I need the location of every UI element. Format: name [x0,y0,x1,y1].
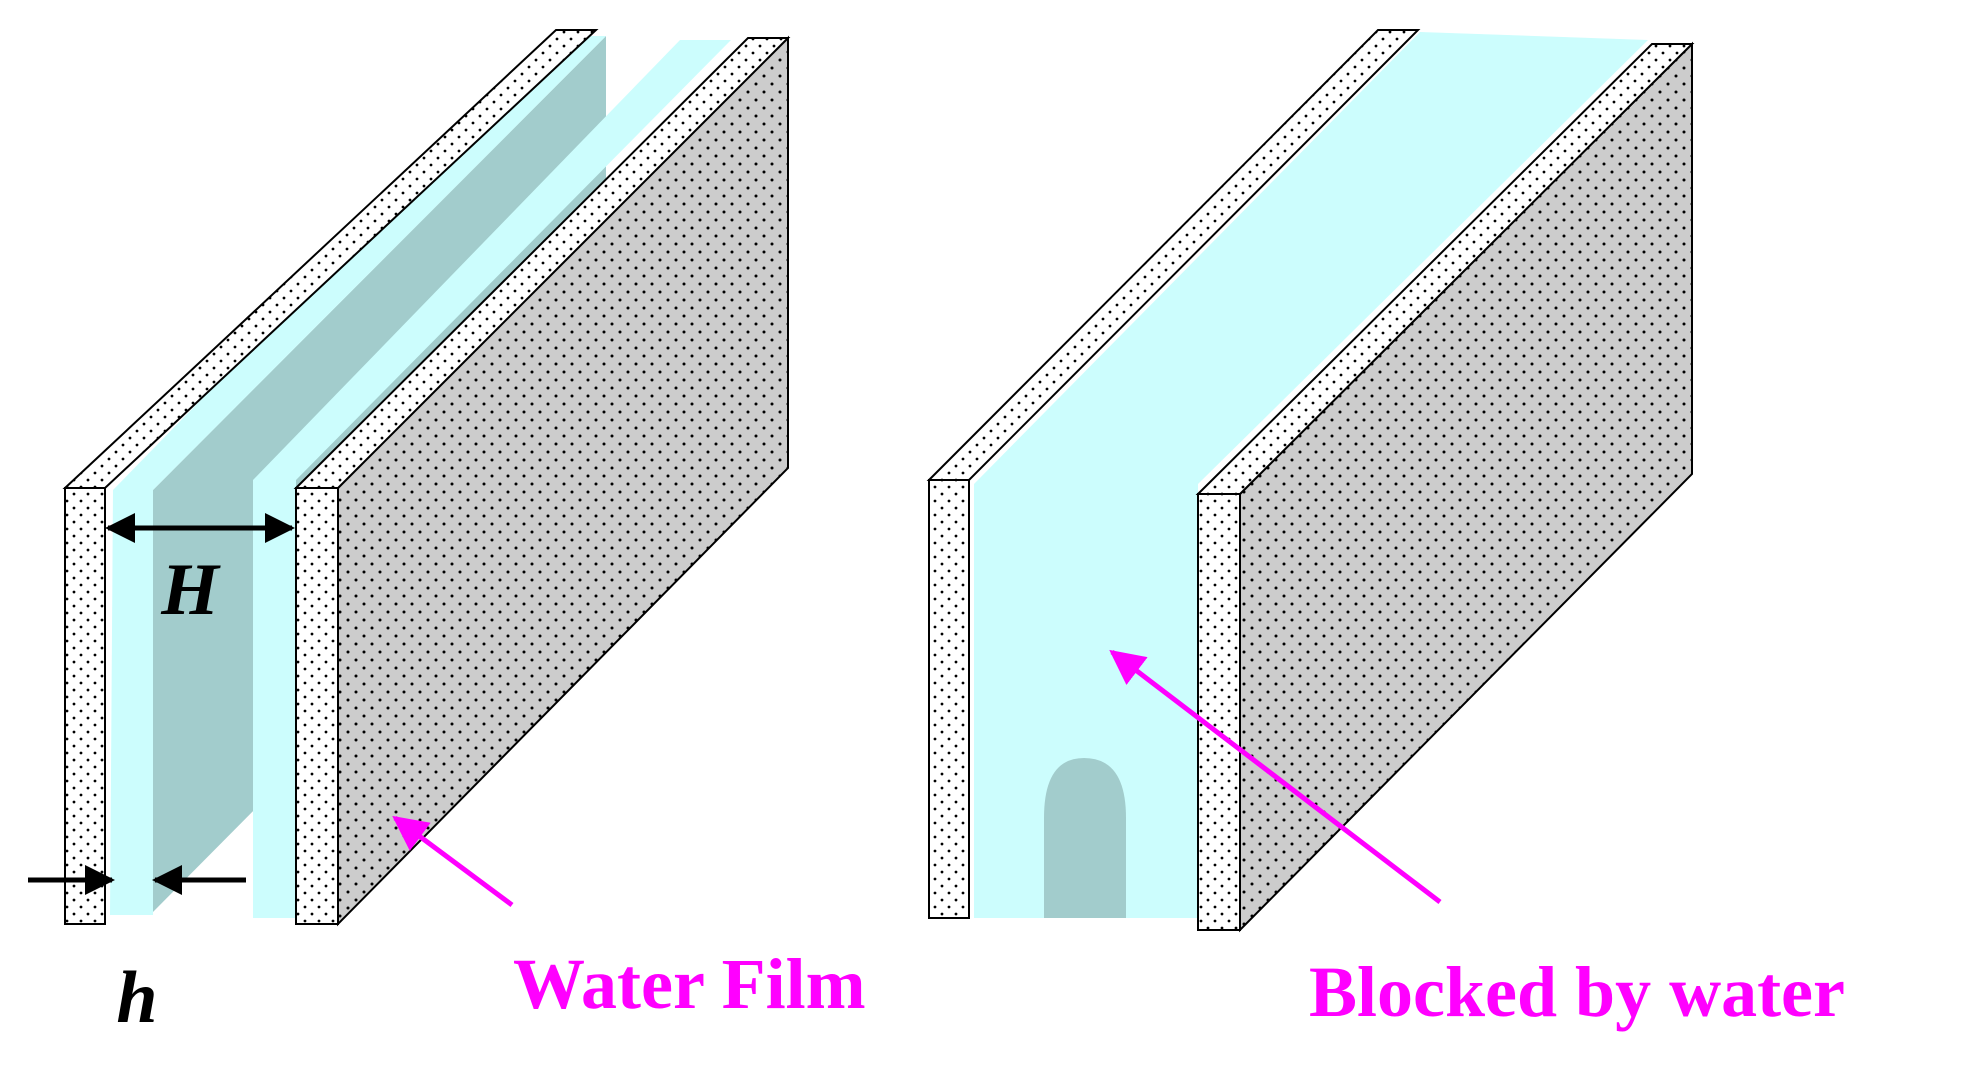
blocked-pointer-arrow [1109,649,1442,904]
back-plate-right [926,29,1421,919]
front-plate-left [293,35,791,927]
water-film-diagram [28,29,791,927]
film-thickness-label: h [116,957,157,1039]
blocked-by-water-label: Blocked by water [1309,952,1845,1032]
front-plate-right [1195,41,1695,933]
water-core-right-lower [1044,758,1126,918]
blocked-by-water-diagram [926,29,1695,933]
water-film-label: Water Film [513,944,866,1024]
water-film-pointer-arrow [392,815,514,908]
back-plate-left [62,29,599,925]
water-fill-right [974,32,1648,918]
gap-width-label: H [160,549,221,631]
